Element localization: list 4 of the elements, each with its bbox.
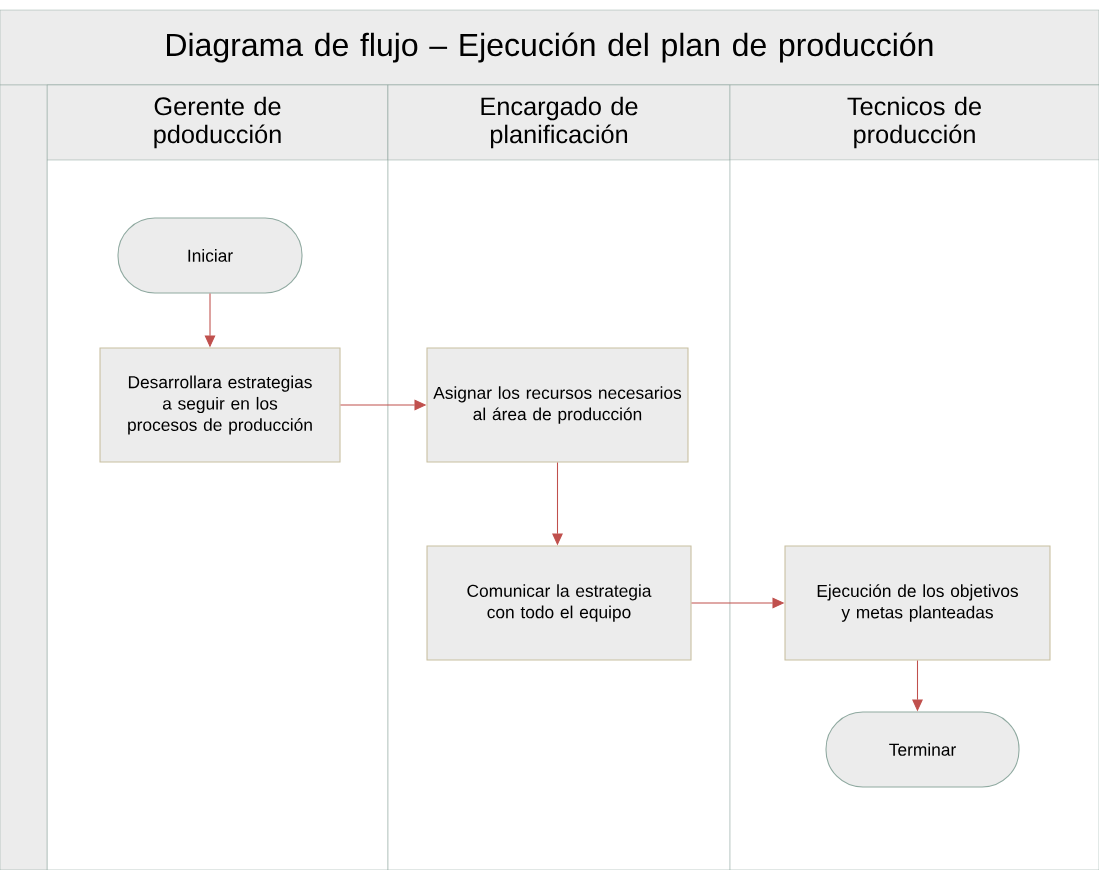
process-box: Ejecución de los objetivos y metas planteadas — [784, 545, 1051, 661]
process-box: Desarrollara estrategias a seguir en los procesos de producción — [99, 347, 341, 463]
process-box: Comunicar la estrategia con todo el equipo — [426, 545, 692, 661]
process-box: Asignar los recursos necesarios al área de producción — [426, 347, 689, 463]
